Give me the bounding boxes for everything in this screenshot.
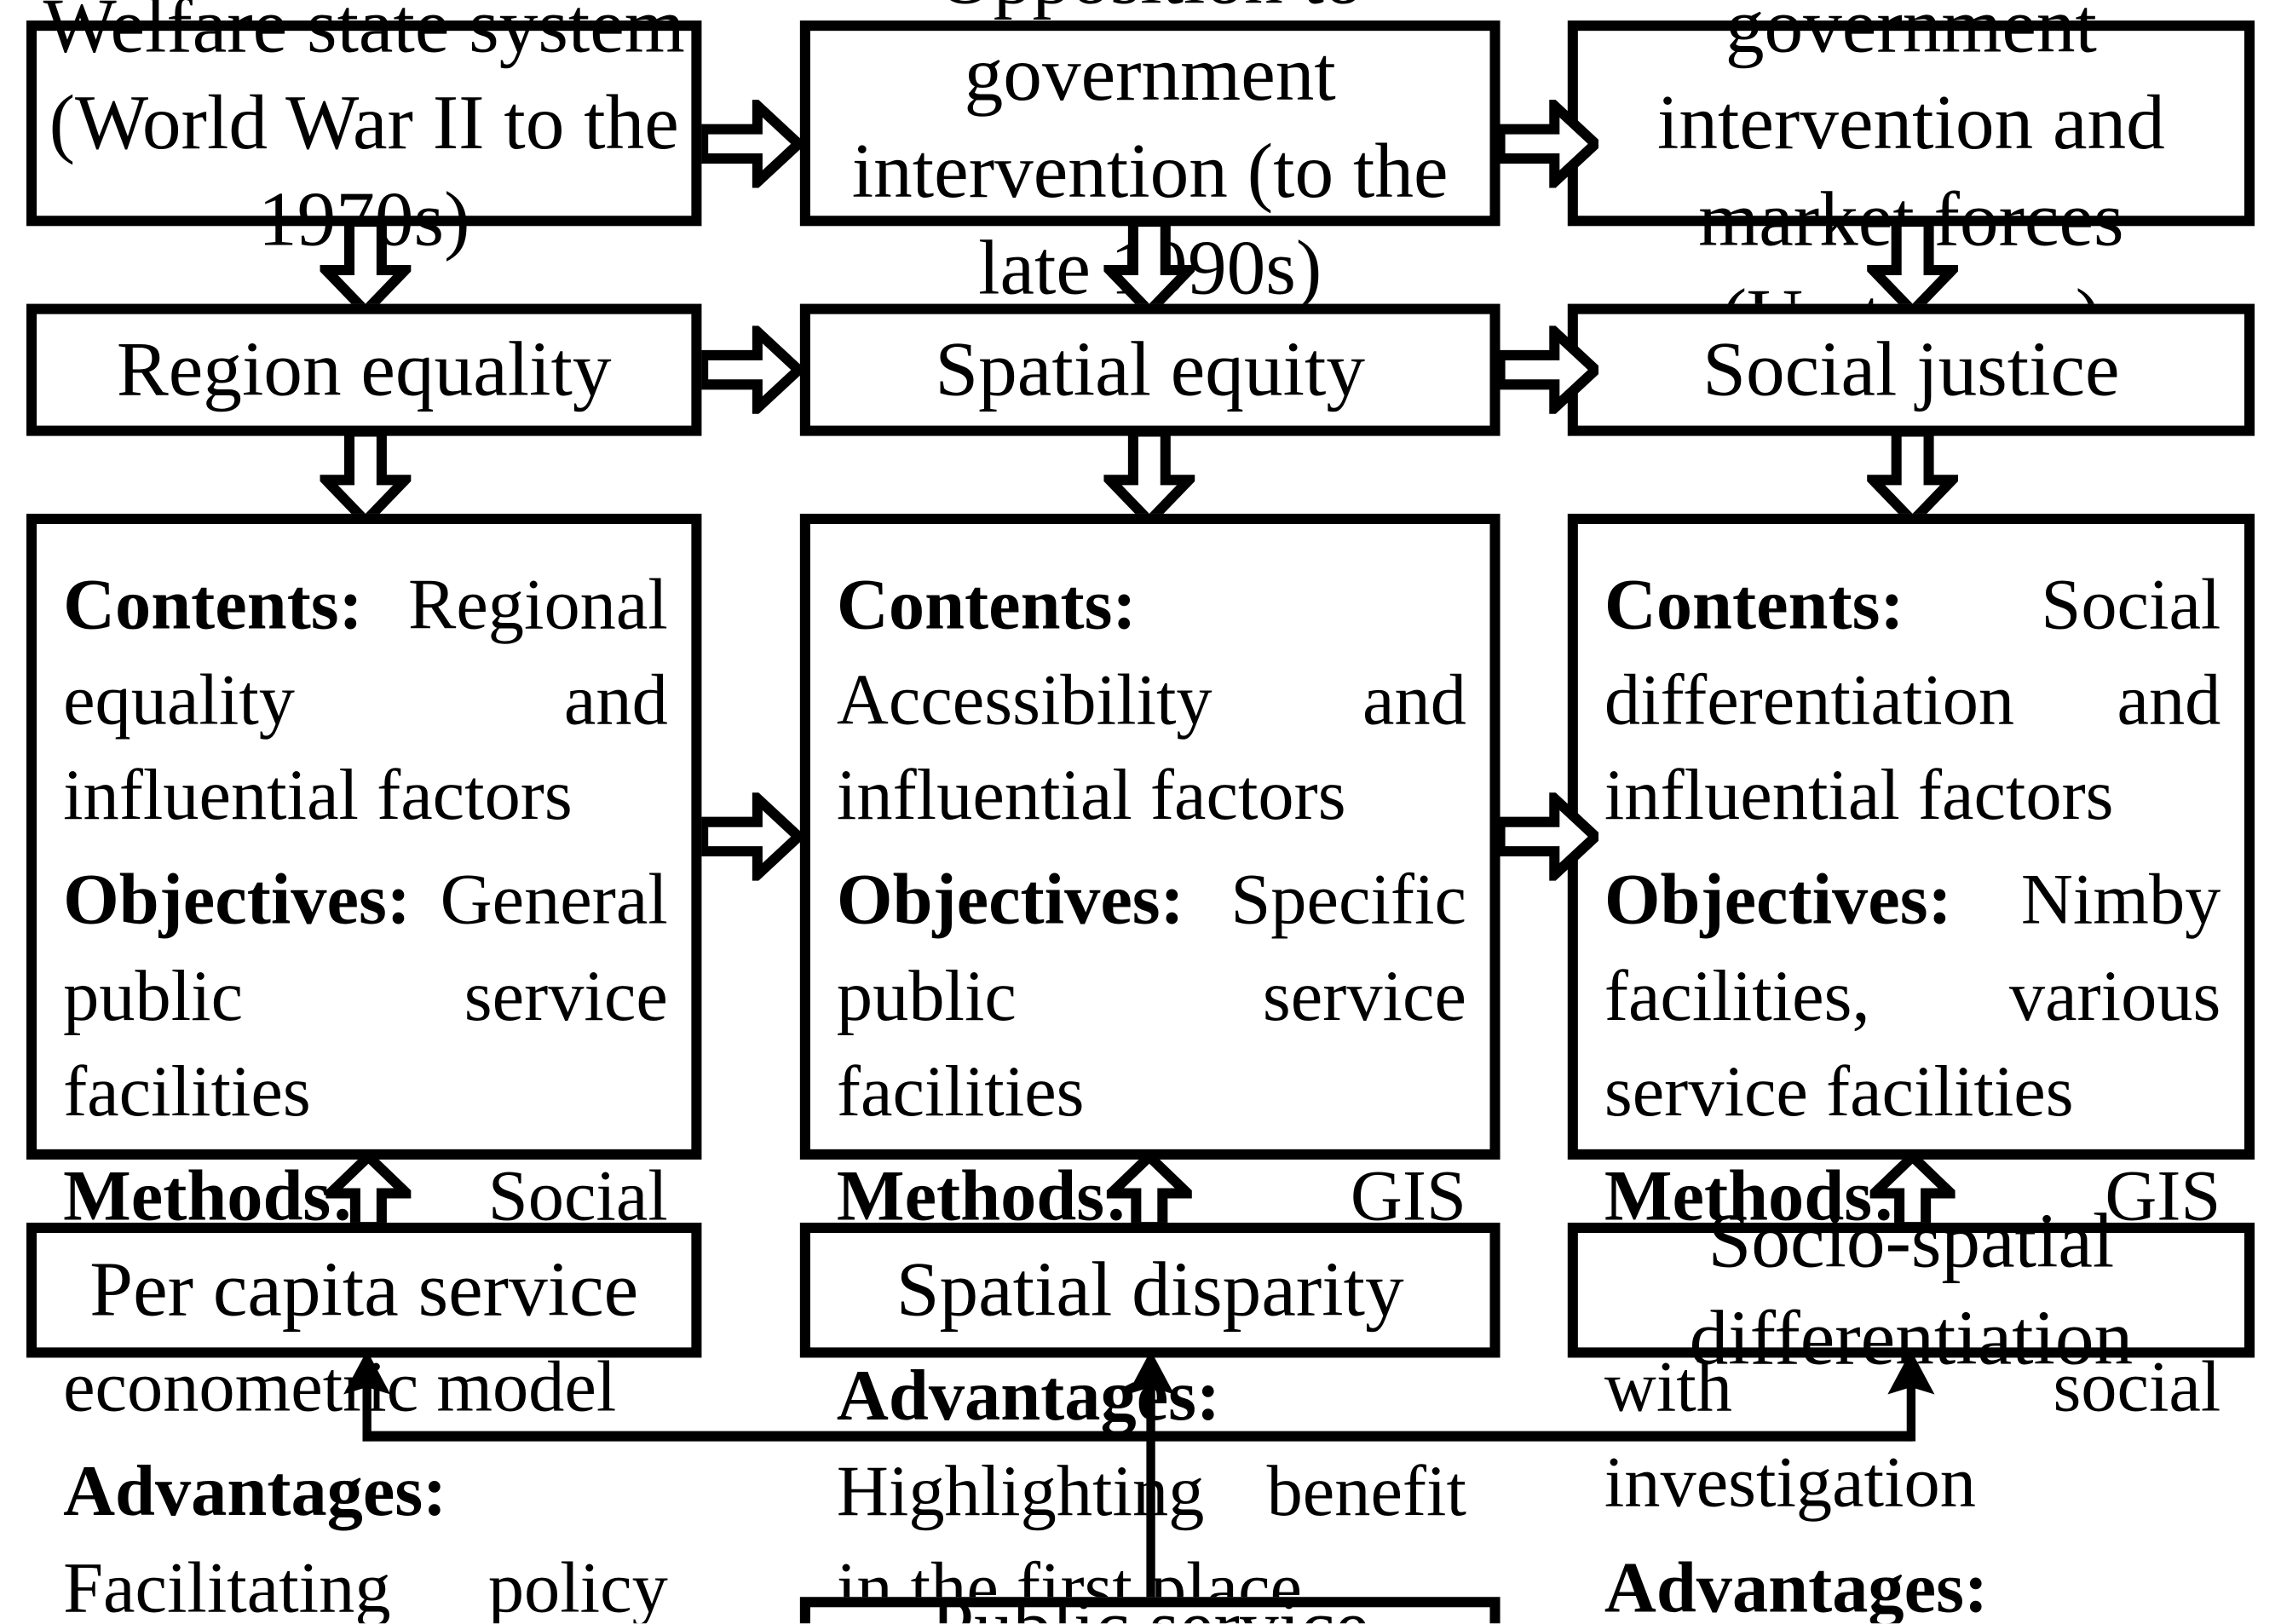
detail-entry-label: Advantages: <box>1604 1546 1989 1624</box>
detail-entry: Contents: Social differentiation and inf… <box>1604 556 2221 844</box>
detail-entry-value: Accessibility and influential factors <box>836 659 1466 836</box>
arrow-up-bus-to-spatial-disparity <box>1119 1350 1184 1442</box>
detail-entry-value: Regional equality and influential factor… <box>63 563 668 836</box>
detail-entry-value: Nimby facilities, various service facili… <box>1604 859 2221 1132</box>
node-label: Per capita service <box>89 1247 639 1333</box>
detail-entry-label: Contents: <box>836 563 1137 645</box>
arrow-down-spatial-equity-to-details <box>1103 429 1195 524</box>
detail-entry-value: Social differentiation and influential f… <box>1604 563 2221 836</box>
node-spatial-equity: Spatial equity <box>799 303 1501 436</box>
connector-vertical-public-service <box>1146 1431 1155 1600</box>
detail-entry-value: Facilitating policy implementation <box>63 1546 668 1624</box>
node-social-justice: Social justice <box>1567 303 2255 436</box>
detail-entry: Objectives: Specific public service faci… <box>837 852 1466 1139</box>
arrow-up-bus-to-per-capita <box>335 1350 400 1442</box>
node-opposition-to-government-intervention: Opposition to government intervention (t… <box>799 0 1501 312</box>
arrow-down-welfare-to-region-equality <box>320 220 412 314</box>
arrow-up-spatial-disparity-to-detail <box>1106 1154 1192 1230</box>
node-label: Public service facilities <box>810 1579 1490 1623</box>
arrow-down-region-equality-to-details <box>320 429 412 524</box>
detail-entry-label: Contents: <box>63 563 363 645</box>
detail-box-spatial-equity: Contents: Accessibility and influential … <box>799 513 1501 1623</box>
node-per-capita-service: Per capita service <box>26 1222 702 1358</box>
node-label: Spatial disparity <box>896 1247 1404 1333</box>
arrow-up-bus-to-socio-spatial <box>1879 1350 1944 1442</box>
node-public-service-facilities: Public service facilities <box>799 1585 1501 1624</box>
connector-horizontal-bus <box>362 1431 1913 1442</box>
node-spatial-disparity: Spatial disparity <box>799 1222 1501 1358</box>
arrow-up-per-capita-to-detail <box>325 1154 412 1230</box>
node-socio-spatial-differentiation: Socio-spatial differentiation <box>1567 1199 2255 1381</box>
node-region-equality: Region equality <box>26 303 702 436</box>
arrow-down-opposition-to-spatial-equity <box>1103 220 1195 314</box>
detail-entry: Contents: Regional equality and influent… <box>63 556 668 844</box>
detail-entry-label: Advantages: <box>63 1450 447 1532</box>
detail-entry-label: Objectives: <box>63 859 411 941</box>
arrow-down-social-justice-to-details <box>1867 429 1959 524</box>
detail-box-region-equality: Contents: Regional equality and influent… <box>26 513 702 1623</box>
arrow-right-r1-1to2 <box>701 100 802 188</box>
detail-entry-label: Objectives: <box>836 859 1184 941</box>
arrow-right-detail-2to3 <box>1498 792 1598 881</box>
detail-entry-value: General public service facilities <box>63 859 668 1132</box>
node-label: Region equality <box>116 326 612 412</box>
detail-entry-label: Objectives: <box>1604 859 1952 941</box>
node-label: Spatial equity <box>935 326 1366 412</box>
detail-entry-label: Methods: <box>63 1155 355 1236</box>
detail-entry: Advantages: Emphasizing social justice <box>1604 1539 2221 1623</box>
arrow-down-integration-to-social-justice <box>1867 220 1959 314</box>
detail-box-social-justice: Contents: Social differentiation and inf… <box>1567 513 2255 1623</box>
detail-entry-value: Specific public service facilities <box>836 859 1466 1132</box>
detail-entry-label: Contents: <box>1604 563 1904 645</box>
detail-entry: Contents: Accessibility and influential … <box>837 556 1466 844</box>
node-label: Social justice <box>1702 326 2120 412</box>
arrow-right-r2-1to2 <box>701 325 802 414</box>
detail-entry-label: Methods: <box>1604 1155 1897 1236</box>
node-label: Welfare state system (World War II to th… <box>43 0 685 263</box>
arrow-right-r2-2to3 <box>1498 325 1598 414</box>
arrow-right-r1-2to3 <box>1498 100 1598 188</box>
node-integration-of-intervention-and-market: Integration of government intervention a… <box>1567 0 2255 360</box>
detail-entry: Objectives: Nimby facilities, various se… <box>1604 852 2221 1139</box>
detail-entry: Advantages: Facilitating policy implemen… <box>63 1443 668 1624</box>
detail-entry: Objectives: General public service facil… <box>63 852 668 1139</box>
node-welfare-state-system: Welfare state system (World War II to th… <box>26 0 702 263</box>
arrow-right-detail-1to2 <box>701 792 802 881</box>
detail-entry-label: Methods: <box>836 1155 1129 1236</box>
